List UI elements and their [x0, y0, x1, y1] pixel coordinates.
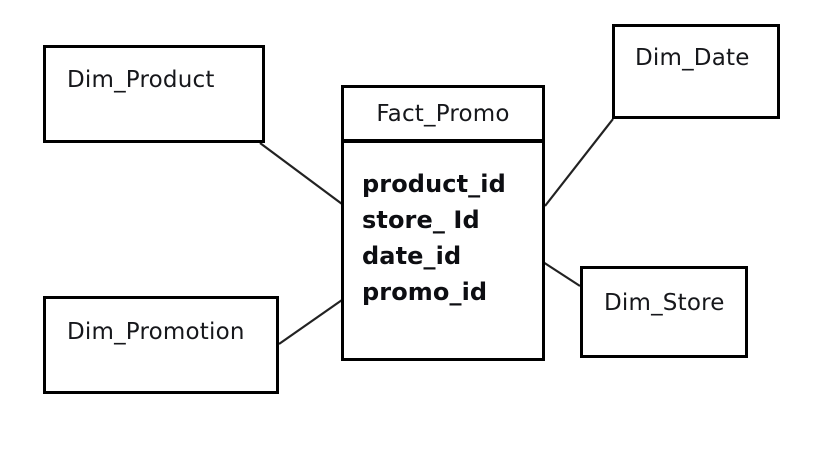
entity-box-dim-product[interactable]: Dim_Product [43, 45, 265, 143]
fact-field-date-id: date_id [362, 242, 462, 270]
fact-field-store-id: store_ Id [362, 206, 480, 234]
entity-label-dim-product: Dim_Product [67, 67, 215, 93]
entity-label-dim-date: Dim_Date [635, 45, 750, 71]
entity-label-dim-promotion: Dim_Promotion [67, 319, 245, 345]
fact-table-header: Fact_Promo [344, 88, 542, 143]
fact-table-field-list: product_id store_ Id date_id promo_id [362, 166, 538, 310]
edge-dim-product-to-fact [259, 142, 343, 205]
fact-field-promo-id: promo_id [362, 278, 488, 306]
edge-dim-promotion-to-fact [278, 299, 343, 345]
entity-box-dim-promotion[interactable]: Dim_Promotion [43, 296, 279, 394]
entity-label-dim-store: Dim_Store [604, 290, 725, 316]
entity-box-dim-date[interactable]: Dim_Date [612, 24, 780, 119]
edge-dim-store-to-fact [542, 261, 581, 287]
entity-box-dim-store[interactable]: Dim_Store [580, 266, 748, 358]
fact-table-title: Fact_Promo [376, 100, 510, 127]
entity-box-fact-promo[interactable]: Fact_Promo product_id store_ Id date_id … [341, 85, 545, 361]
edge-dim-date-to-fact [544, 118, 614, 207]
fact-field-product-id: product_id [362, 170, 506, 198]
